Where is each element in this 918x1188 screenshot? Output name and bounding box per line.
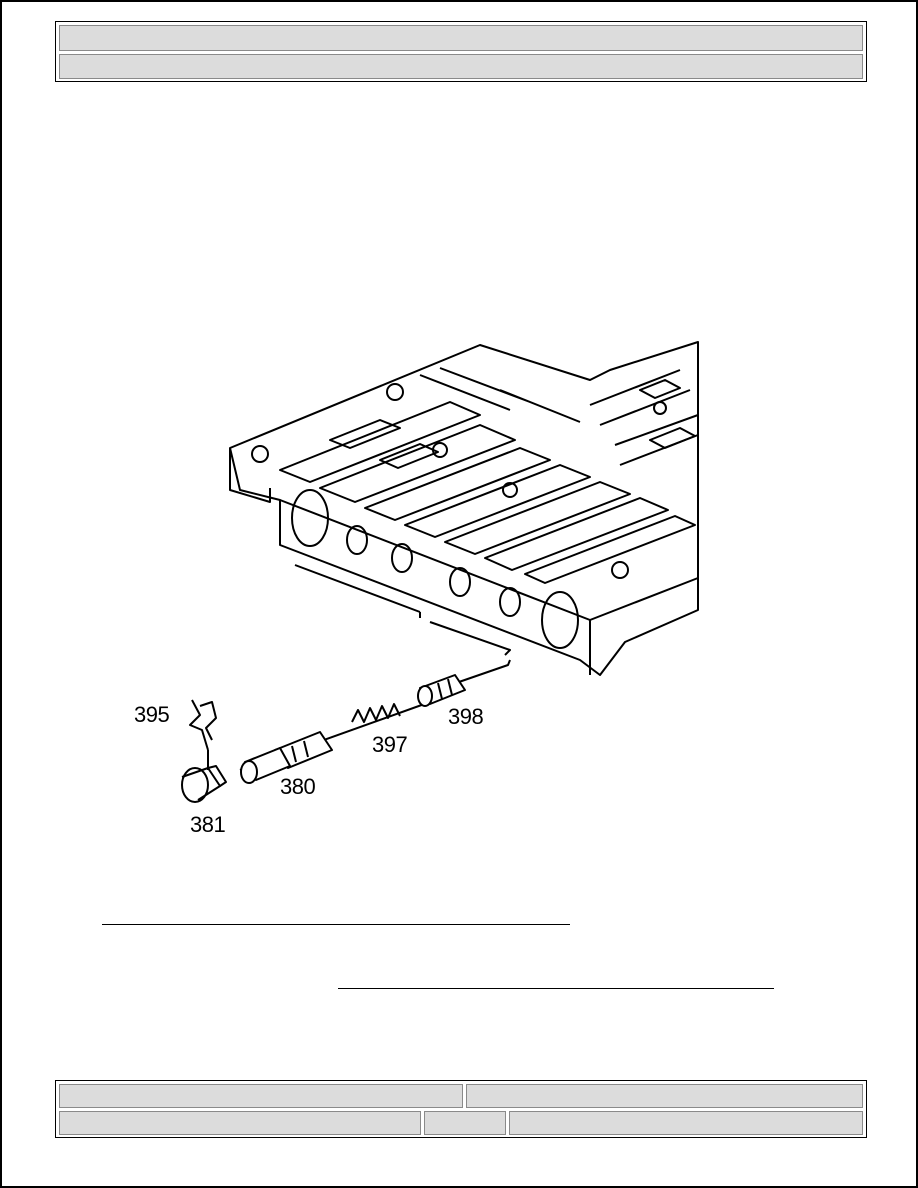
- footer-cell-e: [509, 1111, 863, 1135]
- reference-link-2[interactable]: [338, 988, 774, 989]
- footer-cell-c: [59, 1111, 421, 1135]
- callout-397: 397: [372, 732, 408, 757]
- footer-cell-d: [424, 1111, 506, 1135]
- valve-body-illustration: 395 397 398 380 381: [120, 330, 720, 850]
- callout-395: 395: [134, 702, 170, 727]
- callout-398: 398: [448, 704, 484, 729]
- valve-body-drawing: [181, 341, 699, 803]
- footer-cell-a: [59, 1084, 463, 1108]
- footer-cell-b: [466, 1084, 863, 1108]
- header-subtitle-bar: [59, 54, 863, 79]
- page-header: [55, 21, 867, 82]
- header-title-bar: [59, 25, 863, 51]
- reference-link-1[interactable]: [102, 924, 570, 925]
- callout-380: 380: [280, 774, 316, 799]
- page-footer: [55, 1080, 867, 1138]
- callout-381: 381: [190, 812, 226, 837]
